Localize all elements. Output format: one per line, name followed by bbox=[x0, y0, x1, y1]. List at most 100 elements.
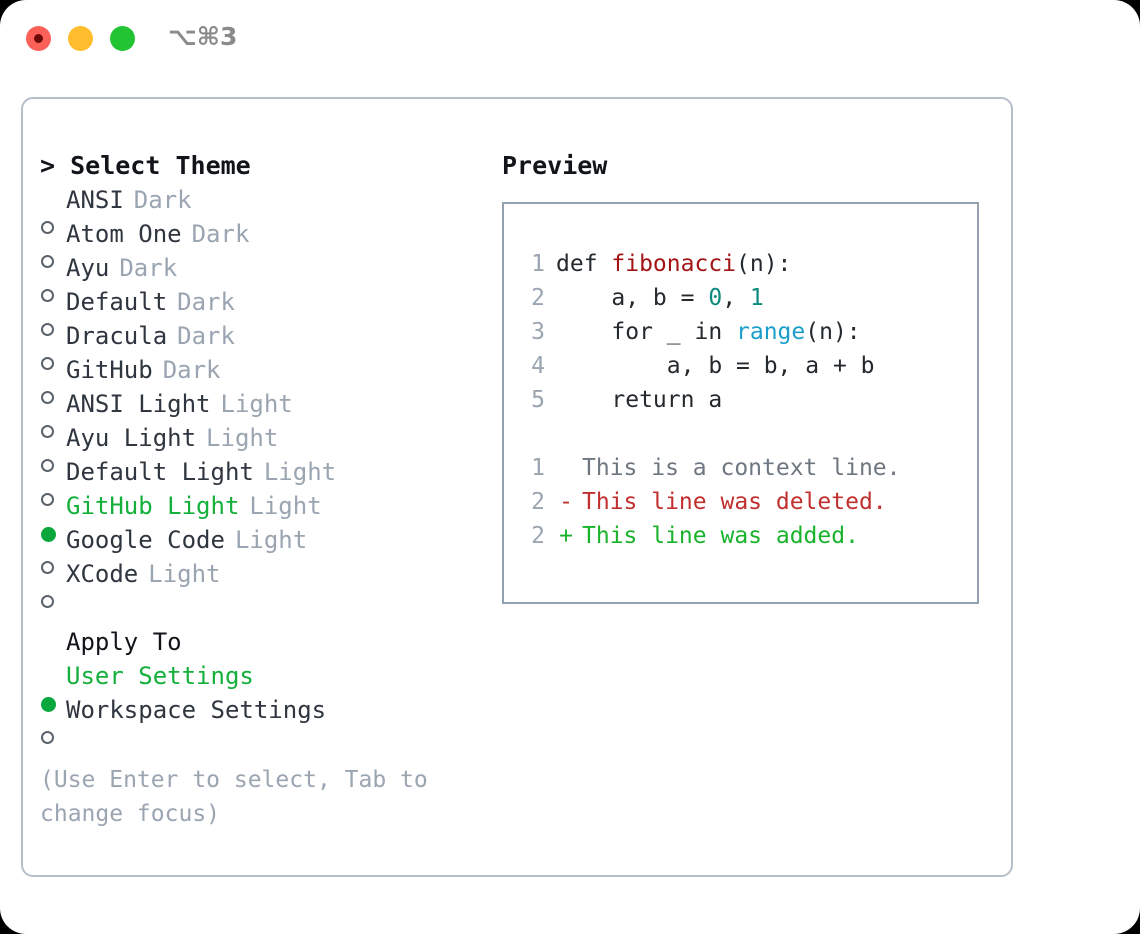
theme-option-3[interactable]: Default Dark bbox=[40, 285, 490, 336]
theme-option-label: Ayu Light bbox=[66, 424, 197, 452]
code-token-plain: def bbox=[556, 251, 612, 277]
theme-variant-label: Light bbox=[206, 424, 279, 452]
radio-dot bbox=[41, 221, 54, 234]
code-line: 5 return a bbox=[517, 383, 973, 417]
theme-option-2[interactable]: Ayu Dark bbox=[40, 251, 490, 302]
theme-variant-label: Dark bbox=[133, 186, 192, 214]
code-token-plain: return a bbox=[556, 387, 723, 413]
theme-variant-label: Light bbox=[249, 492, 322, 520]
code-token-plain: (n): bbox=[805, 319, 861, 345]
diff-text: This is a context line. bbox=[582, 455, 901, 481]
theme-variant-label: Dark bbox=[177, 288, 235, 316]
theme-variant-label: Dark bbox=[162, 356, 221, 384]
theme-option-label: ANSI Light bbox=[66, 390, 211, 418]
radio-dot bbox=[41, 323, 54, 336]
line-number: 2 bbox=[531, 489, 545, 515]
theme-variant-label: Light bbox=[263, 458, 337, 486]
theme-option-8[interactable]: Default Light Light bbox=[40, 455, 490, 506]
theme-option-0[interactable]: ANSI Dark bbox=[40, 183, 490, 234]
keyboard-shortcut-label: ⌥⌘3 bbox=[168, 22, 238, 51]
code-token-plain: (n): bbox=[736, 251, 792, 277]
line-number: 1 bbox=[531, 251, 545, 277]
radio-dot bbox=[41, 493, 54, 506]
apply-option-label: Workspace Settings bbox=[66, 696, 327, 724]
code-token-num: 1 bbox=[749, 285, 764, 311]
code-line: 2 a, b = 0, 1 bbox=[517, 281, 973, 315]
theme-option-label: GitHub bbox=[66, 356, 153, 384]
theme-variant-label: Dark bbox=[119, 254, 178, 282]
preview-header: Preview bbox=[502, 151, 608, 180]
line-number: 4 bbox=[531, 353, 545, 379]
code-line: 1 def fibonacci(n): bbox=[517, 247, 973, 281]
select-theme-header: > Select Theme bbox=[40, 151, 251, 180]
radio-dot bbox=[41, 561, 54, 574]
code-line: 3 for _ in range(n): bbox=[517, 315, 973, 349]
radio-dot bbox=[41, 459, 54, 472]
code-token-fn: fibonacci bbox=[611, 251, 737, 277]
code-token-plain: for _ in bbox=[556, 319, 737, 345]
line-number: 3 bbox=[531, 319, 545, 345]
minimize-button[interactable] bbox=[68, 26, 93, 51]
diff-snippet: 1 This is a context line.2-This line was… bbox=[517, 451, 973, 553]
theme-variant-label: Light bbox=[234, 526, 308, 554]
theme-option-9[interactable]: GitHub Light Light bbox=[40, 489, 490, 542]
maximize-button[interactable] bbox=[110, 26, 135, 51]
code-token-num: 0 bbox=[708, 285, 723, 311]
theme-option-label: ANSI bbox=[66, 186, 124, 214]
radio-dot bbox=[41, 391, 54, 404]
diff-marker: + bbox=[559, 523, 573, 549]
radio-dot bbox=[41, 289, 54, 302]
radio-dot bbox=[41, 527, 56, 542]
diff-marker bbox=[556, 451, 576, 485]
code-diff-spacer bbox=[517, 417, 973, 451]
code-token-builtin: range bbox=[736, 319, 806, 345]
diff-line-added: 2+This line was added. bbox=[517, 519, 973, 553]
apply-option-1[interactable]: Workspace Settings bbox=[40, 693, 490, 744]
theme-option-label: Ayu bbox=[66, 254, 110, 282]
radio-dot bbox=[41, 731, 54, 744]
section-spacer bbox=[40, 591, 490, 625]
radio-dot bbox=[41, 357, 54, 370]
code-line: 4 a, b = b, a + b bbox=[517, 349, 973, 383]
apply-to-header: Apply To bbox=[66, 628, 182, 656]
apply-option-0[interactable]: User Settings bbox=[40, 659, 490, 712]
line-number: 5 bbox=[531, 387, 545, 413]
theme-variant-label: Dark bbox=[191, 220, 250, 248]
theme-option-label: Atom One bbox=[66, 220, 182, 248]
close-button[interactable] bbox=[26, 26, 51, 51]
line-number: 2 bbox=[531, 523, 545, 549]
radio-dot bbox=[41, 595, 54, 608]
theme-option-10[interactable]: Google Code Light bbox=[40, 523, 490, 574]
code-token-plain: a, b = b, a + b bbox=[556, 353, 875, 379]
radio-dot bbox=[41, 255, 54, 268]
line-number: 2 bbox=[531, 285, 545, 311]
theme-option-5[interactable]: GitHub Dark bbox=[40, 353, 490, 404]
theme-option-label: Google Code bbox=[66, 526, 225, 554]
theme-option-label: Dracula bbox=[66, 322, 168, 350]
code-token-plain: a, b = bbox=[556, 285, 709, 311]
theme-option-label: Default bbox=[66, 288, 168, 316]
diff-marker: - bbox=[559, 489, 573, 515]
theme-option-7[interactable]: Ayu Light Light bbox=[40, 421, 490, 472]
traffic-lights bbox=[26, 26, 135, 51]
theme-option-label: XCode bbox=[66, 560, 139, 588]
theme-option-label: Default Light bbox=[66, 458, 254, 486]
diff-line-context: 1 This is a context line. bbox=[517, 451, 973, 485]
theme-option-1[interactable]: Atom One Dark bbox=[40, 217, 490, 268]
diff-line-deleted: 2-This line was deleted. bbox=[517, 485, 973, 519]
diff-text: This line was deleted. bbox=[582, 489, 887, 515]
code-token-plain: , bbox=[722, 285, 750, 311]
theme-option-label: GitHub Light bbox=[66, 492, 240, 520]
radio-dot bbox=[41, 697, 56, 712]
title-bar: ⌥⌘3 bbox=[0, 0, 1140, 78]
